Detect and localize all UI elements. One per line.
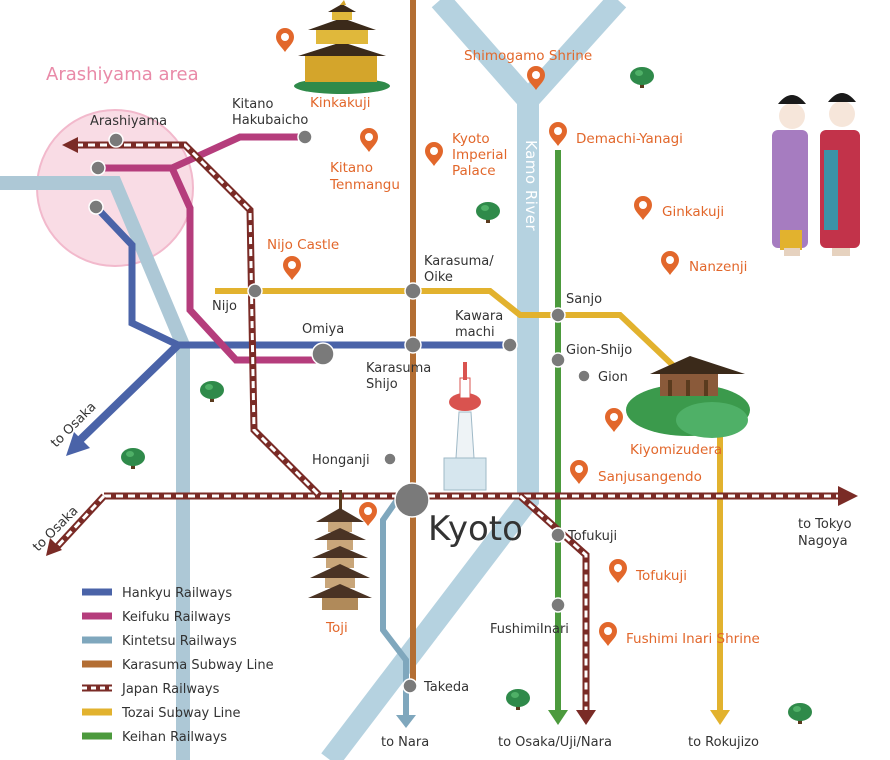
station-dots xyxy=(88,129,591,694)
hankyu-osaka-arrow xyxy=(66,432,90,456)
jr-osaka-arrow xyxy=(46,538,62,556)
poi-imperial-palace-1: Kyoto xyxy=(452,131,490,147)
station-gion: Gion xyxy=(598,370,628,385)
station-arashiyama: Arashiyama xyxy=(90,114,167,129)
kintetsu-line xyxy=(0,176,190,760)
kiyomizudera-pin-icon xyxy=(605,408,623,432)
kamo-river-label-north: Kamo River xyxy=(522,140,540,232)
poi-demachi: Demachi-Yanagi xyxy=(576,131,683,147)
legend-item: Keihan Railways xyxy=(82,730,227,745)
direction-tokyo-1: to Tokyo xyxy=(798,517,852,532)
arashiyama-area-label: Arashiyama area xyxy=(46,64,199,85)
legend-item: Hankyu Railways xyxy=(82,586,232,601)
station-karasuma-shijo-2: Shijo xyxy=(366,377,398,392)
station-sanjo: Sanjo xyxy=(566,292,602,307)
maiko-illustration xyxy=(772,93,860,256)
station-omiya: Omiya xyxy=(302,322,344,337)
jr-lines xyxy=(53,141,838,712)
kitano-tenmangu-pin-icon xyxy=(360,128,378,152)
poi-ginkakuji: Ginkakuji xyxy=(662,204,724,220)
legend-label: Hankyu Railways xyxy=(122,586,232,601)
station-fushimiinari: FushimiInari xyxy=(490,622,569,637)
poi-imperial-palace-2: Imperial xyxy=(452,147,507,163)
direction-osaka-uji-nara: to Osaka/Uji/Nara xyxy=(498,735,612,750)
keihan-arrow xyxy=(548,710,568,725)
station-nijo: Nijo xyxy=(212,299,237,314)
ginkakuji-pin-icon xyxy=(634,196,652,220)
nijo-castle-pin-icon xyxy=(283,256,301,280)
kyoto-hub-label: Kyoto xyxy=(428,509,523,549)
to-nara-arrow xyxy=(396,715,416,728)
station-kitano-1: Kitano xyxy=(232,97,273,112)
kinkakuji-pin-icon xyxy=(276,28,294,52)
poi-nijo-castle: Nijo Castle xyxy=(267,237,339,253)
poi-kinkakuji: Kinkakuji xyxy=(310,95,370,111)
nanzenji-pin-icon xyxy=(661,251,679,275)
imperial-palace-pin-icon xyxy=(425,142,443,166)
station-honganji: Honganji xyxy=(312,453,370,468)
station-tofukuji: Tofukuji xyxy=(567,529,617,544)
sanjusangendo-pin-icon xyxy=(570,460,588,484)
direction-rokujizo: to Rokujizo xyxy=(688,735,759,750)
legend-item: Karasuma Subway Line xyxy=(82,658,274,673)
legend-item: Kintetsu Railways xyxy=(82,634,237,649)
kiyomizudera-temple-icon xyxy=(626,356,750,438)
station-kawaramachi-2: machi xyxy=(455,325,495,340)
jr-south-arrow xyxy=(576,710,596,725)
legend-label: Keihan Railways xyxy=(122,730,227,745)
direction-tokyo-2: Nagoya xyxy=(798,534,848,549)
legend-label: Karasuma Subway Line xyxy=(122,658,274,673)
legend-label: Japan Railways xyxy=(121,682,220,697)
kintetsu-nara-line xyxy=(380,498,409,718)
legend-item: Keifuku Railways xyxy=(82,610,231,625)
tree-icon xyxy=(476,202,500,223)
station-kawaramachi-1: Kawara xyxy=(455,309,503,324)
demachi-pin-icon xyxy=(549,122,567,146)
legend-label: Keifuku Railways xyxy=(122,610,231,625)
jr-arashiyama-arrow xyxy=(62,137,78,153)
poi-imperial-palace-3: Palace xyxy=(452,163,496,179)
tree-icon xyxy=(121,448,145,469)
station-karasuma-oike-2: Oike xyxy=(424,270,453,285)
direction-nara: to Nara xyxy=(381,735,429,750)
poi-sanjusangendo: Sanjusangendo xyxy=(598,469,702,485)
toji-pin-icon xyxy=(359,502,377,526)
poi-tofukuji: Tofukuji xyxy=(635,568,687,584)
station-karasuma-shijo-1: Karasuma xyxy=(366,361,431,376)
tree-icon xyxy=(506,689,530,710)
poi-kitano-tenmangu-1: Kitano xyxy=(330,160,373,176)
tree-icon xyxy=(200,381,224,402)
tofukuji-temple-pin-icon xyxy=(609,559,627,583)
poi-toji: Toji xyxy=(325,620,348,636)
poi-shimogamo: Shimogamo Shrine xyxy=(464,48,592,64)
hankyu-line xyxy=(93,204,510,349)
tree-icon xyxy=(630,67,654,88)
station-karasuma-oike-1: Karasuma/ xyxy=(424,254,494,269)
to-rokujizo-arrow xyxy=(710,710,730,725)
poi-fushimi-inari: Fushimi Inari Shrine xyxy=(626,631,760,647)
station-gion-shijo: Gion-Shijo xyxy=(566,343,632,358)
tree-icon xyxy=(788,703,812,724)
poi-nanzenji: Nanzenji xyxy=(689,259,747,275)
legend-item: Tozai Subway Line xyxy=(82,706,240,721)
jr-east-arrow xyxy=(838,486,858,506)
poi-kitano-tenmangu-2: Tenmangu xyxy=(329,177,400,193)
legend-item: Japan Railways xyxy=(82,682,220,697)
station-kitano-2: Hakubaicho xyxy=(232,113,308,128)
kamo-river xyxy=(321,0,627,760)
legend-label: Tozai Subway Line xyxy=(121,706,240,721)
fushimi-inari-pin-icon xyxy=(599,622,617,646)
station-takeda: Takeda xyxy=(423,680,469,695)
kyoto-tower-icon xyxy=(443,362,487,491)
tozai-subway-line xyxy=(215,288,723,712)
legend-label: Kintetsu Railways xyxy=(122,634,237,649)
toji-pagoda-icon xyxy=(308,490,372,610)
hankyu-osaka-branch xyxy=(77,342,181,443)
poi-kiyomizudera: Kiyomizudera xyxy=(630,442,722,458)
kinkakuji-pavilion-icon xyxy=(294,0,390,94)
